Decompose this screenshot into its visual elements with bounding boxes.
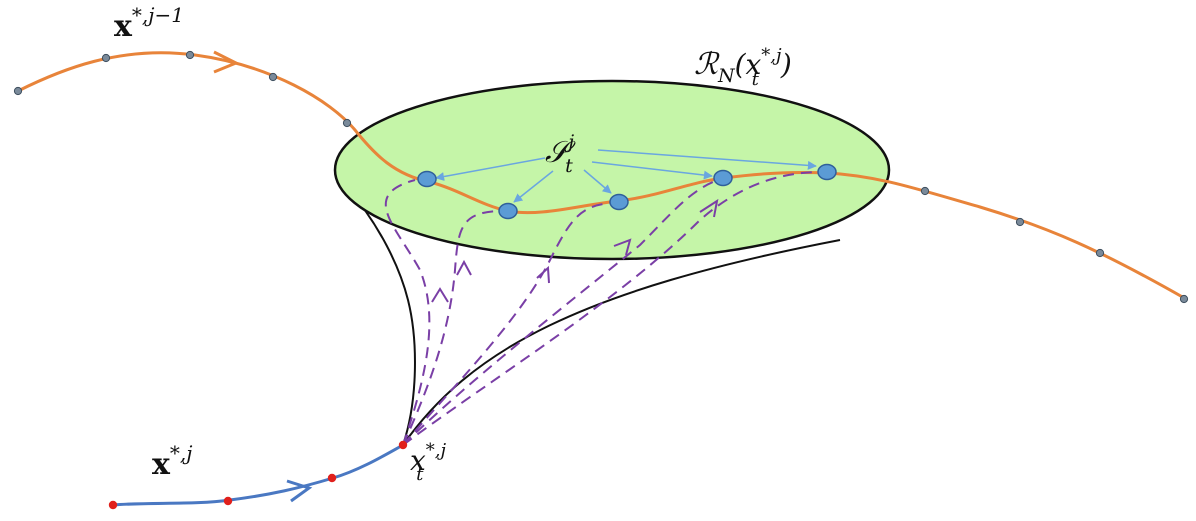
prev-label-sup: *,j−1 [132, 3, 184, 27]
cur-waypoint [108, 500, 118, 510]
previous-trajectory-label: x*,j−1 [114, 3, 184, 44]
candidate-path [402, 179, 719, 446]
prev-waypoint [920, 186, 930, 196]
candidate-arrowhead [613, 238, 632, 256]
current-trajectory [112, 443, 404, 507]
state-label-main: x [410, 444, 426, 477]
prev-label-main: x [114, 9, 133, 44]
candidate-path [402, 202, 613, 446]
region-label-arg-sub: t [752, 69, 760, 90]
region-label-arg-open: (x [735, 48, 762, 81]
cur-waypoint [223, 496, 233, 506]
region-label-main: ℛ [694, 47, 720, 82]
prev-waypoint [101, 53, 111, 63]
candidate-path [402, 171, 823, 446]
prev-waypoint [1179, 294, 1189, 304]
current-trajectory-label: x*,j [152, 441, 192, 482]
region-label-sub: N [717, 65, 736, 87]
prev-waypoint [185, 50, 195, 60]
current-trajectory-arrowhead [286, 479, 313, 503]
funnel-outline-left [344, 184, 416, 446]
previous-trajectory [17, 51, 1187, 301]
cur-label-sup: *,j [170, 441, 193, 465]
set-pointer-arrow [597, 149, 817, 170]
funnel-outline-right [402, 239, 841, 446]
set-pointer-arrow [583, 169, 612, 194]
sample-point [498, 202, 518, 220]
set-pointer-arrow [513, 170, 554, 203]
candidate-path [384, 179, 431, 446]
current-state-point [398, 440, 408, 450]
set-pointer-arrow [435, 157, 546, 181]
candidate-arrowhead [536, 265, 550, 284]
prev-waypoint [1095, 248, 1105, 258]
candidate-paths [384, 171, 823, 446]
sample-points [417, 163, 837, 220]
previous-trajectory-arrowhead [213, 50, 240, 74]
sample-point [417, 170, 437, 188]
region-label-arg-sup: *,j [761, 45, 782, 66]
state-label-sup: *,j [426, 440, 447, 461]
set-pointer-arrows [435, 149, 817, 203]
current-waypoints [108, 440, 408, 510]
candidate-arrowhead [699, 198, 719, 218]
candidate-path-arrowheads [431, 198, 719, 303]
sample-point [609, 193, 629, 211]
prev-waypoint [342, 118, 352, 128]
set-label-sub: t [565, 155, 573, 177]
cur-label-main: x [152, 447, 171, 482]
sample-point [713, 169, 733, 187]
previous-waypoints [13, 50, 1189, 304]
set-pointer-arrow [591, 161, 713, 180]
cur-waypoint [327, 473, 337, 483]
state-label-sub: t [416, 464, 424, 485]
candidate-arrowhead [456, 259, 472, 276]
candidate-path [402, 210, 501, 446]
sample-point [817, 163, 837, 181]
region-label-arg-close: ) [780, 48, 792, 81]
prev-waypoint [268, 72, 278, 82]
prev-waypoint [1015, 217, 1025, 227]
prev-waypoint [13, 86, 23, 96]
set-label-sup: j [564, 131, 574, 153]
candidate-arrowhead [431, 287, 449, 303]
region-ellipse [333, 79, 891, 261]
